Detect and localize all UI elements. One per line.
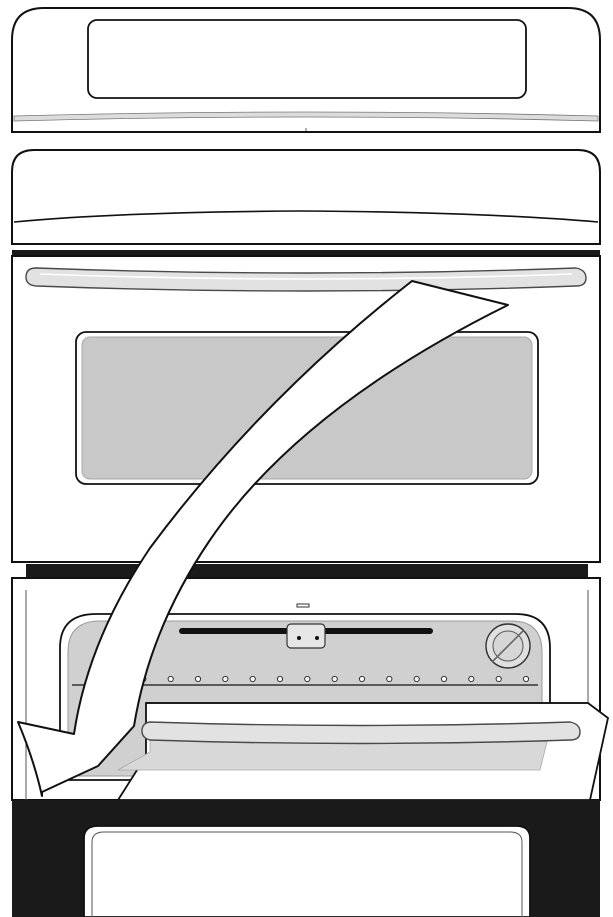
- oven-light: [486, 624, 530, 668]
- rack-hole: [223, 676, 228, 681]
- lower-oven-door-handle: [142, 722, 580, 744]
- rack-hole: [168, 676, 173, 681]
- bottom-drawer-trim: [12, 800, 600, 917]
- rack-hole: [195, 676, 200, 681]
- control-panel: [12, 8, 600, 132]
- rack-hole: [523, 676, 528, 681]
- bottom-drawer-outline: [84, 826, 530, 917]
- rack-hole: [305, 676, 310, 681]
- upper-trim-panel: [12, 150, 600, 244]
- control-display-window: [88, 20, 526, 98]
- rack-hole: [332, 676, 337, 681]
- upper-trim-outline: [12, 150, 600, 244]
- rack-hole: [414, 676, 419, 681]
- rack-hole: [441, 676, 446, 681]
- rack-hole: [387, 676, 392, 681]
- lower-oven-dark-band: [26, 564, 588, 578]
- door-latch-plate: [287, 624, 325, 648]
- rack-hole: [277, 676, 282, 681]
- rack-hole: [359, 676, 364, 681]
- rack-hole: [250, 676, 255, 681]
- rack-hole: [469, 676, 474, 681]
- rack-hole: [496, 676, 501, 681]
- lower-oven-door-panel: [118, 703, 608, 800]
